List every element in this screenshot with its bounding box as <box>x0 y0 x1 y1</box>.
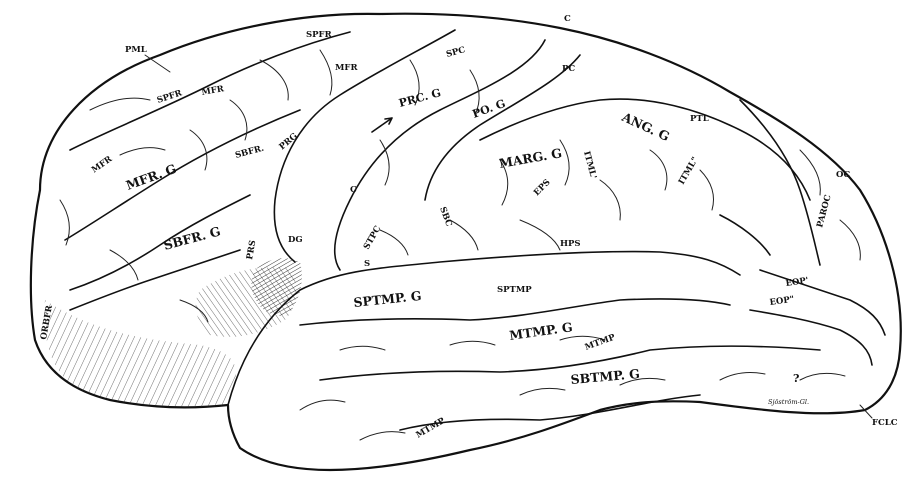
label-ptl: PTL <box>690 114 709 124</box>
label-sptmp: SPTMP <box>497 285 532 295</box>
label-oc: OC <box>836 170 850 180</box>
label-pml: PML <box>125 45 147 55</box>
label-fclc: FCLC <box>872 418 898 428</box>
label-c-top: C <box>564 14 571 24</box>
label-mfr-top2: MFR <box>335 63 358 73</box>
label-question: ? <box>793 372 799 385</box>
label-s: S <box>364 259 370 269</box>
artist-signature: Sjöström-Gl. <box>768 398 809 406</box>
label-pc: PC <box>562 64 575 74</box>
label-c-mid: C <box>350 185 357 195</box>
label-dg: DG <box>288 235 303 245</box>
label-hps: HPS <box>560 239 581 249</box>
label-spfr-top: SPFR <box>306 30 333 40</box>
